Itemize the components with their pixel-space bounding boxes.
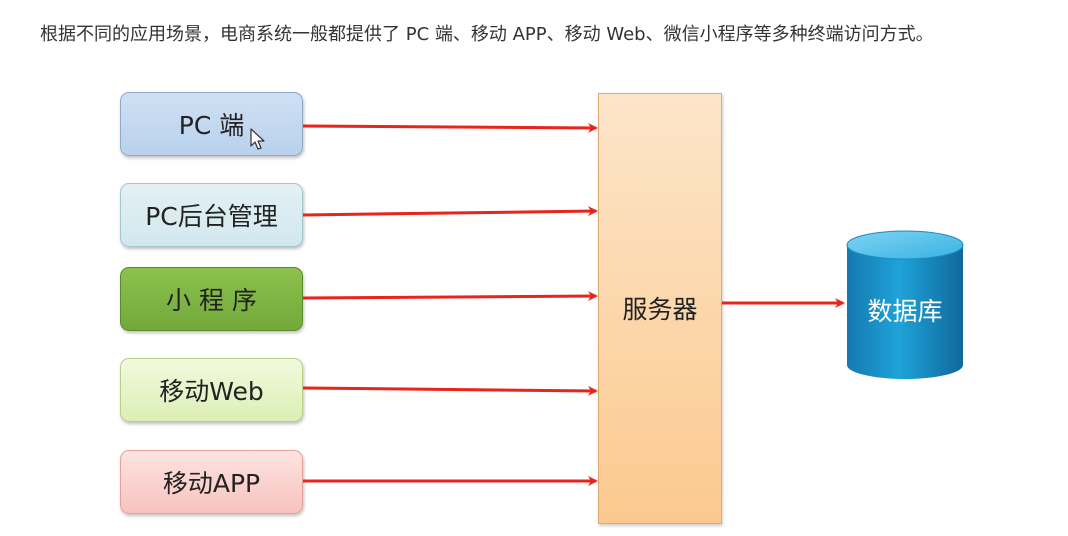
mini-program-label: 小 程 序 xyxy=(166,286,257,315)
mouse-pointer-icon xyxy=(250,128,265,150)
database-cylinder xyxy=(846,230,964,379)
mobile-app-label: 移动APP xyxy=(162,469,261,498)
description-caption: 根据不同的应用场景，电商系统一般都提供了 PC 端、移动 APP、移动 Web、… xyxy=(40,24,934,45)
mini-program-box: 小 程 序 xyxy=(120,267,303,331)
mobile-app-box: 移动APP xyxy=(120,450,303,514)
server-box: 服务器 xyxy=(598,93,722,524)
server-label: 服务器 xyxy=(622,294,698,324)
pc-client-label: PC 端 xyxy=(178,111,245,140)
arrow-mobile-web-to-server xyxy=(302,385,598,396)
pc-admin-box: PC后台管理 xyxy=(120,183,303,247)
pc-admin-label: PC后台管理 xyxy=(145,202,278,231)
database-label: 数据库 xyxy=(867,297,943,326)
arrow-admin-to-server xyxy=(302,206,598,217)
arrow-pc-to-server xyxy=(302,122,598,133)
mobile-web-label: 移动Web xyxy=(159,377,264,406)
arrow-mini-program-to-server xyxy=(302,291,598,302)
pc-client-box: PC 端 xyxy=(120,92,303,156)
mobile-web-box: 移动Web xyxy=(120,358,303,422)
